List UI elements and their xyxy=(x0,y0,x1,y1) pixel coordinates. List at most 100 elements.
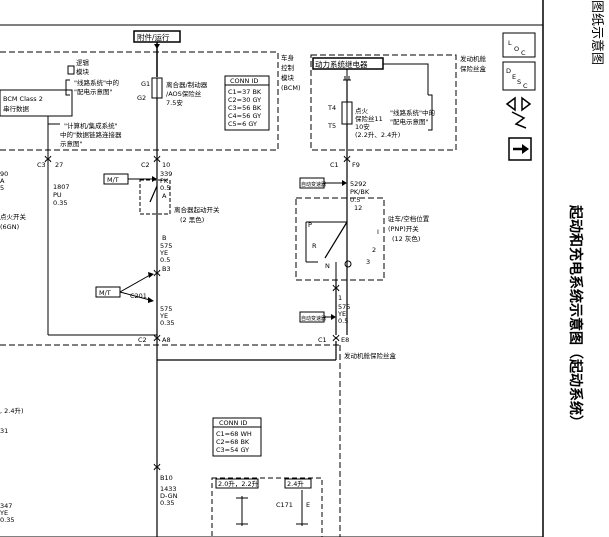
bcm-title-l2: 控制 xyxy=(281,63,295,72)
pnp-pos-I: I xyxy=(377,228,379,236)
w575a-l2: YE xyxy=(159,249,168,257)
c1-top-label: C1 xyxy=(330,161,339,169)
power-ref-l2: "配电示意图" xyxy=(390,117,428,126)
bcm-title-l1: 车身 xyxy=(281,53,295,62)
left-frag-mid-0: , 2.4升) xyxy=(0,406,24,415)
bottom-conn-r1: C2=68 BK xyxy=(216,438,250,446)
pA-label: A xyxy=(162,192,167,200)
svg-text:S: S xyxy=(517,78,521,86)
relay-label: 动力系统继电器 xyxy=(315,59,368,69)
w339-l3: 0.5 xyxy=(160,184,170,192)
auto-trans-label-1: 自动变速器 xyxy=(301,181,326,188)
t4-label: T4 xyxy=(327,104,336,112)
clutch-l1: 离合器起动开关 xyxy=(174,205,220,214)
g2-label: G2 xyxy=(137,94,146,102)
w1807-l3: 0.35 xyxy=(53,199,67,207)
engine-2l-tag xyxy=(215,478,259,489)
pnp-l3: (12 灰色) xyxy=(392,234,420,243)
w575c-l2: YE xyxy=(337,310,346,318)
clutch-l2: (2 黑色) xyxy=(180,215,204,224)
computer-ref-l3: 示意图" xyxy=(60,139,83,148)
bcm-conn-r2: C3=56 BK xyxy=(228,104,262,112)
ign-switch-l2: (6GN) xyxy=(0,223,19,231)
bcm-box xyxy=(0,51,279,151)
serial-data-l1: BCM Class 2 xyxy=(3,95,43,103)
bottom-conn-title: CONN ID xyxy=(219,419,247,427)
svg-text:L: L xyxy=(508,39,512,47)
loc-icon[interactable]: L O C xyxy=(502,32,536,58)
w575c-l1: 575 xyxy=(338,303,350,311)
underhood-bottom-label: 发动机舱保险丝盒 xyxy=(344,351,397,360)
a8-label: A8 xyxy=(162,336,171,344)
logic-module-l2: 模块 xyxy=(76,67,90,76)
serial-data-l2: 串行数据 xyxy=(3,104,30,113)
e8-label: E8 xyxy=(341,336,349,344)
underhood-name-l2: 保险丝盒 xyxy=(460,64,487,73)
power-ref-l1: "线路系统"中的 xyxy=(390,108,435,117)
w5292-l2: PK/BK xyxy=(350,188,370,196)
svg-text:C: C xyxy=(523,82,528,90)
pnp-pos-P: P xyxy=(308,221,312,229)
pnp-l2: (PNP)开关 xyxy=(388,224,419,233)
w1433-l2: D-GN xyxy=(160,492,178,500)
pnp-pos-N: N xyxy=(325,262,330,270)
ign-fuse-l4: (2.2升、2.4升) xyxy=(355,130,400,139)
w339-l1: 339 xyxy=(160,170,172,178)
engine-24-label: 2.4升 xyxy=(287,479,304,488)
corner-fragment: 图纸示意图 xyxy=(589,0,605,65)
pnp-pos-R: R xyxy=(312,242,317,250)
svg-text:E: E xyxy=(512,73,516,81)
w339-l2: PK xyxy=(160,177,169,185)
left-frag-bot-1: YE xyxy=(0,509,8,517)
w1807-l2: PU xyxy=(53,191,62,199)
mt-label-2: M/T xyxy=(99,289,111,297)
c201-label: C201 xyxy=(130,292,147,300)
bottom-sub-box xyxy=(211,477,323,537)
bcm-conn-r0: C1=37 BK xyxy=(228,88,262,96)
c171-label: C171 xyxy=(276,501,293,509)
pB-label: B xyxy=(162,234,166,242)
logic-module-l1: 逻辑 xyxy=(76,58,90,67)
next-page-icon[interactable] xyxy=(508,137,532,161)
w1433-l3: 0.35 xyxy=(160,499,174,507)
underhood-fuse-box xyxy=(310,54,457,151)
svg-text:C: C xyxy=(521,49,526,57)
bottom-conn-r0: C1=68 WH xyxy=(216,430,252,438)
engine-2l-label: 2.0升，2.2升 xyxy=(218,479,259,488)
logic-ref-l2: "配电示意图" xyxy=(74,87,112,96)
w575a-l1: 575 xyxy=(160,242,172,250)
pnp-switch-box xyxy=(295,197,385,281)
logic-ref-l1: "线路系统"中的 xyxy=(74,78,119,87)
p10-label: 10 xyxy=(162,161,170,169)
bcm-fuse-l2: /AOS保险丝 xyxy=(166,89,202,98)
pnp-switch-contact xyxy=(324,221,348,259)
w575b-l2: YE xyxy=(159,312,168,320)
g1-label: G1 xyxy=(141,80,150,88)
flow-icon[interactable] xyxy=(505,96,532,129)
underhood-name-l1: 发动机舱 xyxy=(460,54,487,63)
p1-label: 1 xyxy=(338,294,342,302)
f9-label: F9 xyxy=(352,161,360,169)
t5-label: T5 xyxy=(327,122,336,130)
w575b-l1: 575 xyxy=(160,305,172,313)
w5292-l3: 0.5 xyxy=(350,196,360,204)
c1-mid-label: C1 xyxy=(318,336,327,344)
serial-data-box xyxy=(0,89,73,117)
pE-label: E xyxy=(306,501,310,509)
bcm-conn-title: CONN ID xyxy=(230,77,258,85)
left-frag-top-1: A xyxy=(0,177,5,185)
bottom-conn-r2: C3=54 GY xyxy=(216,446,249,454)
bcm-title-l4: (BCM) xyxy=(281,84,301,92)
c2-top-label: C2 xyxy=(141,161,150,169)
logic-module-symbol xyxy=(67,65,75,75)
desc-icon[interactable]: D E S C xyxy=(502,61,536,91)
auto-trans-label-2: 自动变速器 xyxy=(301,315,326,322)
w5292-l1: 5292 xyxy=(350,180,367,188)
ign-fuse-l3: 10安 xyxy=(355,122,370,131)
engine-24-tag xyxy=(284,478,312,489)
b10-label: B10 xyxy=(160,474,173,482)
p27-label: 27 xyxy=(55,161,63,169)
bcm-fuse-l3: 7.5安 xyxy=(166,98,183,107)
left-frag-top-2: 5 xyxy=(0,184,4,192)
left-frag-bot-0: 347 xyxy=(0,502,12,510)
